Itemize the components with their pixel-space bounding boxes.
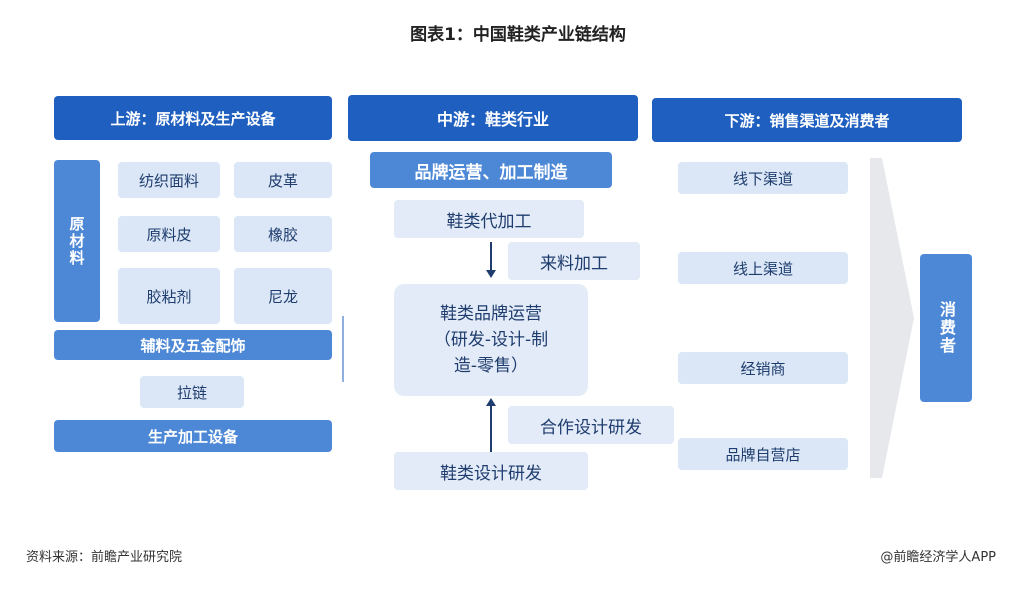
co-design-box: 合作设计研发 <box>508 406 674 444</box>
brand-ops-bar: 品牌运营、加工制造 <box>370 152 612 188</box>
material-nylon: 尼龙 <box>234 268 332 324</box>
processing-box: 来料加工 <box>508 242 640 280</box>
material-rubber: 橡胶 <box>234 216 332 252</box>
core-line-1: 鞋类品牌运营 <box>440 304 542 324</box>
material-leather: 皮革 <box>234 162 332 198</box>
consumer-box: 消费者 <box>920 254 972 402</box>
downstream-header: 下游：销售渠道及消费者 <box>652 98 962 142</box>
page-title: 图表1：中国鞋类产业链结构 <box>410 25 626 45</box>
channel-offline: 线下渠道 <box>678 162 848 194</box>
core-line-2: （研发-设计-制 <box>433 330 549 350</box>
material-textile: 纺织面料 <box>118 162 220 198</box>
channel-online: 线上渠道 <box>678 252 848 284</box>
arrow-up-line <box>490 406 492 452</box>
divider-line <box>342 316 344 382</box>
core-line-3: 造-零售） <box>453 356 529 376</box>
arrow-up-icon <box>486 398 496 406</box>
flow-arrow-icon <box>870 158 914 478</box>
core-brand-box: 鞋类品牌运营 （研发-设计-制 造-零售） <box>394 284 588 396</box>
arrow-down-icon <box>486 270 496 278</box>
arrow-down-line <box>490 242 492 270</box>
channel-distributor: 经销商 <box>678 352 848 384</box>
brand-note: @前瞻经济学人APP <box>880 550 996 565</box>
midstream-header: 中游：鞋类行业 <box>348 95 638 141</box>
zipper-box: 拉链 <box>140 376 244 408</box>
material-adhesive: 胶粘剂 <box>118 268 220 324</box>
accessories-bar: 辅料及五金配饰 <box>54 330 332 360</box>
upstream-header: 上游：原材料及生产设备 <box>54 96 332 140</box>
design-box: 鞋类设计研发 <box>394 452 588 490</box>
source-note: 资料来源：前瞻产业研究院 <box>26 550 183 565</box>
equipment-bar: 生产加工设备 <box>54 420 332 452</box>
channel-brand-store: 品牌自营店 <box>678 438 848 470</box>
raw-materials-label: 原材料 <box>54 160 100 322</box>
material-rawhide: 原料皮 <box>118 216 220 252</box>
oem-box: 鞋类代加工 <box>394 200 584 238</box>
